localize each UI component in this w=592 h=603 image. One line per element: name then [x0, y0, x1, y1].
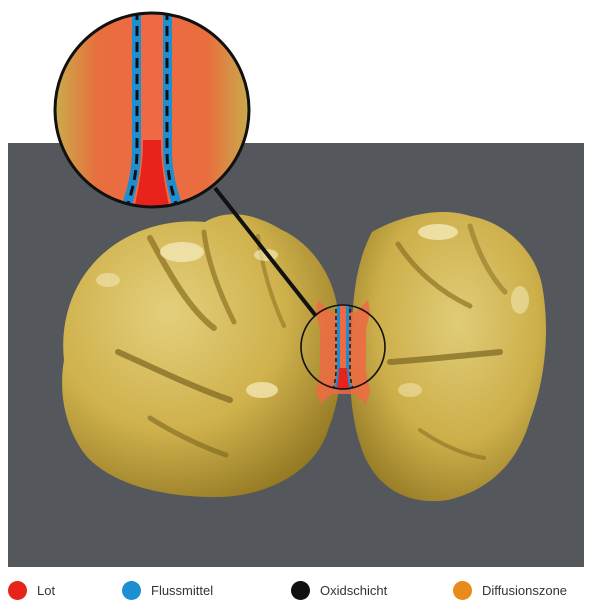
black-dot-icon: [291, 581, 310, 600]
legend-item-lot: Lot: [8, 579, 55, 601]
legend-label-lot: Lot: [37, 583, 55, 598]
legend-label-flussmittel: Flussmittel: [151, 583, 213, 598]
legend: Lot Flussmittel Oxidschicht Diffusionszo…: [0, 575, 592, 603]
legend-item-oxidschicht: Oxidschicht: [291, 579, 387, 601]
red-dot-icon: [8, 581, 27, 600]
orange-dot-icon: [453, 581, 472, 600]
legend-item-flussmittel: Flussmittel: [122, 579, 213, 601]
joint-detail-zoom: [55, 10, 250, 210]
legend-label-diffusionszone: Diffusionszone: [482, 583, 567, 598]
solder-joint-diagram: [0, 0, 592, 575]
blue-dot-icon: [122, 581, 141, 600]
left-crown: [62, 214, 342, 497]
legend-item-diffusionszone: Diffusionszone: [453, 579, 567, 601]
legend-label-oxidschicht: Oxidschicht: [320, 583, 387, 598]
